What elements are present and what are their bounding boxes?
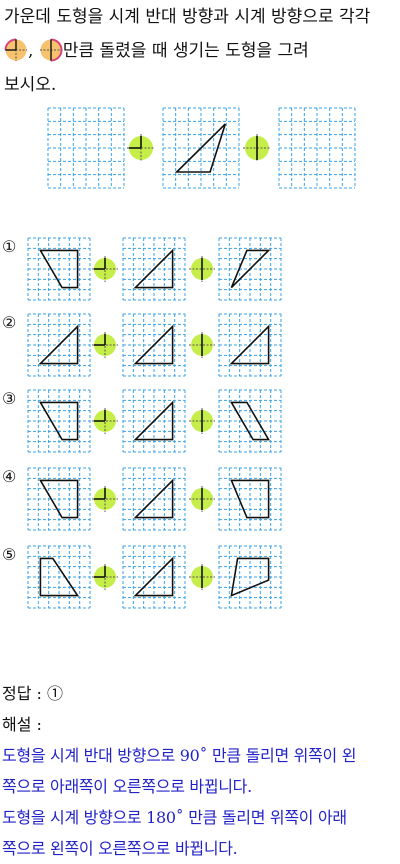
choice-3-shape-right: [230, 401, 270, 441]
answer-row: 정답 : ①: [2, 678, 398, 709]
explanation-line-2: 쪽으로 아래쪽이 오른쪽으로 바뀝니다.: [2, 777, 252, 796]
choice-2-grid-left: [27, 313, 91, 377]
choice-4-quarter-turn-icon: [92, 486, 118, 512]
choice-marker-4[interactable]: ④: [2, 467, 16, 486]
choice-5-shape-middle: [133, 556, 174, 597]
explanation-label: 해설 :: [2, 715, 42, 734]
question-line-2-text: 만큼 돌렸을 때 생기는 도형을 그려: [62, 41, 309, 61]
choice-4-grid-right: [218, 467, 282, 531]
explanation-line-4: 쪽으로 왼쪽이 오른쪽으로 바뀝니다.: [2, 839, 238, 858]
choice-5-grid-right: [218, 545, 282, 609]
choice-4-grid-left: [27, 467, 91, 531]
choice-1-shape-middle: [133, 248, 174, 289]
explanation-line-1: 도형을 시계 반대 방향으로 90˚ 만큼 돌리면 위쪽이 왼: [2, 746, 357, 765]
choice-1-quarter-turn-icon: [92, 256, 118, 282]
choice-3-grid-right: [218, 389, 282, 453]
question-half-turn-icon: [243, 134, 271, 162]
answer-value: ①: [47, 684, 64, 703]
question-grid-left: [47, 107, 125, 189]
choice-4-shape-right: [230, 479, 270, 519]
choice-2-grid-right: [218, 313, 282, 377]
question-grid-middle: [162, 107, 240, 189]
figure-area: ① ② ③ ④ ⑤: [2, 107, 356, 609]
half-turn-cw-icon: [39, 38, 63, 62]
choice-1-shape-right: [230, 249, 271, 289]
choice-2-shape-left: [38, 324, 79, 365]
choice-marker-3[interactable]: ③: [2, 389, 16, 408]
question-line-2: , 만큼 돌렸을 때 생기는 도형을 그려: [4, 34, 398, 68]
choice-3-quarter-turn-icon: [92, 408, 118, 434]
choice-5-grid-middle: [122, 545, 186, 609]
answer-section: 정답 : ① 해설 : 도형을 시계 반대 방향으로 90˚ 만큼 돌리면 위쪽…: [2, 678, 398, 864]
choice-marker-2[interactable]: ②: [2, 313, 16, 332]
choice-3-half-turn-icon: [189, 408, 215, 434]
choice-5-quarter-turn-icon: [92, 564, 118, 590]
choice-3-shape-middle: [133, 400, 174, 441]
choice-2-half-turn-icon: [189, 332, 215, 358]
choice-4-half-turn-icon: [189, 486, 215, 512]
choice-5-half-turn-icon: [189, 564, 215, 590]
explanation-line-3: 도형을 시계 방향으로 180˚ 만큼 돌리면 위쪽이 아래: [2, 808, 347, 827]
choice-4-shape-middle: [133, 478, 174, 519]
question-text: 가운데 도형을 시계 반대 방향과 시계 방향으로 각각 , 만큼 돌렸을 때 …: [4, 0, 398, 102]
question-line-3: 보시오.: [4, 75, 57, 95]
answer-label: 정답 :: [2, 684, 42, 703]
choice-5-grid-left: [27, 545, 91, 609]
choice-1-grid-right: [218, 237, 282, 301]
choice-3-grid-left: [27, 389, 91, 453]
choice-5-shape-left: [39, 557, 80, 597]
choice-4-grid-middle: [122, 467, 186, 531]
choice-2-grid-middle: [122, 313, 186, 377]
choice-3-shape-left: [39, 401, 79, 441]
choice-1-grid-left: [27, 237, 91, 301]
choice-2-quarter-turn-icon: [92, 332, 118, 358]
choice-1-half-turn-icon: [189, 256, 215, 282]
choice-marker-5[interactable]: ⑤: [2, 545, 16, 564]
question-grid-right: [278, 107, 356, 189]
choice-5-shape-right: [230, 557, 270, 597]
choice-1-shape-left: [39, 249, 79, 289]
question-line-1: 가운데 도형을 시계 반대 방향과 시계 방향으로 각각: [4, 7, 371, 27]
choice-2-shape-middle: [133, 324, 174, 365]
quarter-turn-ccw-icon: [4, 38, 28, 62]
question-shape-middle: [174, 123, 227, 173]
choice-2-shape-right: [229, 324, 270, 365]
choice-4-shape-left: [39, 479, 79, 519]
choice-marker-1[interactable]: ①: [2, 237, 16, 256]
question-quarter-turn-icon: [127, 134, 155, 162]
separator-comma: ,: [28, 41, 34, 61]
